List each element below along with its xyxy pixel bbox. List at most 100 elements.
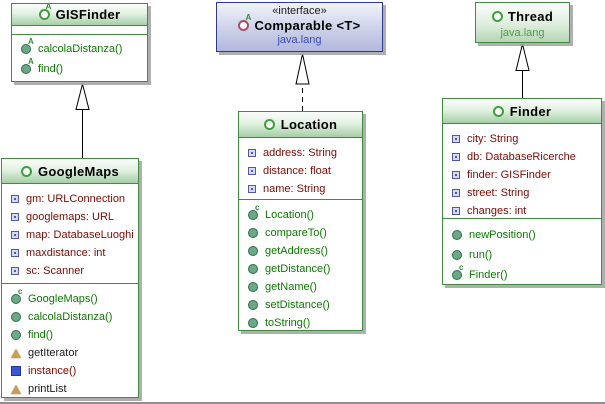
field-row[interactable]: maxdistance: int (2, 244, 138, 262)
unresolved-icon (11, 384, 21, 394)
field-row[interactable]: city: String (443, 130, 601, 148)
constructor-icon: c (452, 264, 463, 280)
method-icon (248, 318, 258, 328)
method-icon (248, 300, 258, 310)
method-row[interactable]: compareTo() (239, 224, 362, 242)
class-header: GoogleMaps (2, 159, 138, 184)
method-row[interactable]: toString() (239, 314, 362, 332)
abstract-method-icon: A (21, 58, 34, 74)
method-icon (248, 246, 258, 256)
field-row[interactable]: sc: Scanner (2, 262, 138, 280)
field-label: address: String (263, 147, 337, 159)
edge-finder-extends-thread (515, 43, 530, 98)
class-name: GISFinder (55, 7, 121, 22)
interface-box-comparable[interactable]: «interface» A Comparable <T> java.lang (216, 2, 383, 52)
method-label: getName() (265, 281, 317, 293)
class-header: A GISFinder (12, 3, 147, 26)
field-label: map: DatabaseLuoghi (26, 229, 134, 241)
edge-googlemaps-extends-gisfinder (75, 83, 90, 158)
field-row[interactable]: distance: float (239, 162, 362, 180)
method-label: getAddress() (265, 245, 328, 257)
methods-section: A calcolaDistanza() A find() (12, 35, 147, 79)
method-icon (248, 228, 258, 238)
method-label: setDistance() (265, 299, 330, 311)
method-row[interactable]: c GoogleMaps() (2, 288, 138, 308)
field-row[interactable]: googlemaps: URL (2, 208, 138, 226)
method-row[interactable]: getName() (239, 278, 362, 296)
constructor-icon: c (248, 204, 259, 220)
field-icon (452, 135, 460, 143)
method-label: GoogleMaps() (28, 293, 98, 305)
method-label: printList (28, 383, 67, 395)
class-header: Thread (476, 3, 569, 27)
interface-icon: A (238, 14, 251, 31)
field-row[interactable]: gm: URLConnection (2, 190, 138, 208)
package-label: java.lang (500, 27, 545, 39)
class-box-location[interactable]: Location address: String distance: float… (238, 111, 363, 331)
method-row[interactable]: run() (443, 245, 601, 265)
unresolved-icon (11, 348, 21, 358)
methods-section: c GoogleMaps() calcolaDistanza() find() g… (2, 284, 138, 398)
method-label: getIterator (28, 347, 79, 359)
field-label: finder: GISFinder (467, 169, 551, 181)
field-row[interactable]: street: String (443, 184, 601, 202)
field-row[interactable]: name: String (239, 180, 362, 198)
constructor-icon: c (11, 288, 22, 304)
edge-location-implements-comparable (295, 53, 310, 111)
method-row[interactable]: getAddress() (239, 242, 362, 260)
field-icon (248, 149, 256, 157)
method-row[interactable]: getDistance() (239, 260, 362, 278)
class-box-googlemaps[interactable]: GoogleMaps gm: URLConnection googlemaps:… (1, 158, 139, 398)
method-label: instance() (28, 365, 77, 377)
field-row[interactable]: finder: GISFinder (443, 166, 601, 184)
method-label: compareTo() (265, 227, 327, 239)
field-label: db: DatabaseRicerche (467, 151, 576, 163)
class-box-gisfinder[interactable]: A GISFinder A calcolaDistanza() A find() (11, 3, 148, 82)
method-row[interactable]: getIterator (2, 344, 138, 362)
field-row[interactable]: changes: int (443, 202, 601, 220)
field-row[interactable]: map: DatabaseLuoghi (2, 226, 138, 244)
class-header: Finder (443, 99, 601, 124)
method-icon (248, 282, 258, 292)
field-label: googlemaps: URL (26, 211, 115, 223)
method-icon (11, 330, 21, 340)
package-label: java.lang (277, 34, 322, 46)
field-label: gm: URLConnection (26, 193, 126, 205)
class-name: Finder (509, 103, 552, 119)
method-label: find() (38, 63, 64, 75)
method-row[interactable]: printList (2, 380, 138, 398)
method-row[interactable]: newPosition() (443, 225, 601, 245)
field-row[interactable]: address: String (239, 144, 362, 162)
fields-section: gm: URLConnection googlemaps: URL map: D… (2, 184, 138, 284)
method-label: calcolaDistanza() (28, 311, 113, 323)
window-bottom-edge (0, 402, 605, 404)
field-icon (11, 213, 19, 221)
field-label: maxdistance: int (26, 247, 106, 259)
class-box-finder[interactable]: Finder city: String db: DatabaseRicerche… (442, 98, 602, 285)
field-icon (248, 185, 256, 193)
method-label: calcolaDistanza() (38, 43, 123, 55)
method-label: newPosition() (469, 229, 536, 241)
method-row[interactable]: setDistance() (239, 296, 362, 314)
class-box-thread[interactable]: Thread java.lang (475, 2, 570, 43)
method-row[interactable]: find() (2, 326, 138, 344)
field-row[interactable]: db: DatabaseRicerche (443, 148, 601, 166)
fields-section-empty (12, 26, 147, 35)
field-icon (452, 171, 460, 179)
method-row[interactable]: A find() (12, 58, 147, 79)
field-label: distance: float (263, 165, 331, 177)
fields-section: address: String distance: float name: St… (239, 138, 362, 200)
field-label: street: String (467, 187, 530, 199)
method-icon (11, 312, 21, 322)
method-row[interactable]: instance() (2, 362, 138, 380)
field-icon (11, 267, 19, 275)
field-label: name: String (263, 183, 326, 195)
method-row[interactable]: A calcolaDistanza() (12, 38, 147, 59)
interface-header: A Comparable <T> (217, 14, 382, 34)
method-row[interactable]: calcolaDistanza() (2, 308, 138, 326)
field-icon (11, 249, 19, 257)
